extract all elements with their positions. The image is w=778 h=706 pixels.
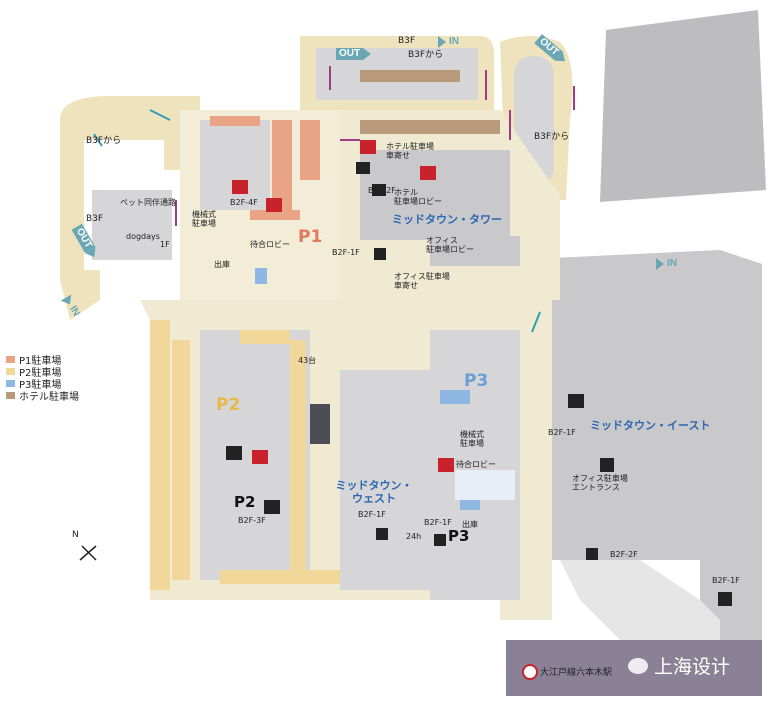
dogdays-floor-label: 1F: [160, 240, 170, 249]
b2f-2f-hotel-label: B2F-2F: [368, 186, 396, 195]
left-pet-area: [92, 190, 172, 260]
legend-label: P1駐車場: [19, 356, 62, 367]
p1-label: P1: [298, 227, 323, 247]
subway-icon: [522, 664, 538, 680]
exit-p1-label: 出庫: [214, 260, 230, 269]
p3-hall: [455, 470, 515, 500]
east-name: ミッドタウン・イースト: [590, 419, 711, 432]
in-arrow-icon: [656, 258, 664, 270]
out-sign-text: OUT: [336, 48, 364, 60]
p3-label: P3: [464, 371, 489, 391]
teal-arrows: [93, 109, 541, 333]
legend-swatch: [6, 392, 15, 399]
legend-swatch: [6, 356, 15, 363]
red-parking-markers: [232, 140, 454, 472]
legend-label: P2駐車場: [19, 368, 62, 379]
mech-p1-label: 機械式 駐車場: [192, 210, 216, 229]
dogdays-label: dogdays: [126, 232, 160, 241]
h24-label: 24h: [406, 532, 422, 541]
hotel-lobby-label: ホテル 駐車場ロビー: [394, 188, 442, 207]
corridor: [560, 560, 720, 640]
out-sign-top: OUT: [336, 48, 372, 60]
office-lobby-label: オフィス 駐車場ロビー: [426, 236, 474, 255]
legend-item: P1駐車場: [6, 354, 79, 367]
lobby-p1-label: 待合ロビー: [250, 240, 290, 249]
b2f-3f-label: B2F-3F: [238, 516, 266, 525]
out-arrow-icon: [363, 48, 372, 60]
p2-stalls: [150, 320, 340, 590]
compass-label: N: [72, 530, 79, 540]
in-sign-text: IN: [667, 258, 677, 269]
b2f-1f-corner-label: B2F-1F: [712, 576, 740, 585]
station-label: 大江戸線六本木駅: [540, 668, 613, 678]
b2f-1f-p3-label: B2F-1F: [424, 518, 452, 527]
in-sign-text: IN: [449, 36, 459, 47]
b3f-from-left-label: B3Fから: [86, 136, 122, 146]
b3f-from-top-label: B3Fから: [408, 50, 444, 60]
pet-path-label: ペット同伴通路: [120, 198, 176, 207]
legend-swatch: [6, 380, 15, 387]
p2-label: P2: [216, 395, 241, 415]
exit-p3-label: 出庫: [462, 520, 478, 529]
tower-name: ミッドタウン・タワー: [392, 213, 502, 226]
lobby-p3-label: 待合ロビー: [456, 460, 496, 469]
elevator-markers: [226, 162, 732, 606]
hotel-stalls: [360, 70, 500, 134]
wechat-icon: [628, 657, 648, 674]
b2f-1f-west-label: B2F-1F: [358, 510, 386, 519]
compass: [79, 545, 97, 561]
mech-p3-label: 機械式 駐車場: [460, 430, 484, 449]
west-name-line: ミッドタウン・ウェスト: [335, 479, 413, 505]
legend-label: ホテル駐車場: [19, 392, 79, 403]
b2f-1f-tower-label: B2F-1F: [332, 248, 360, 257]
office-entrance-label: オフィス駐車場 エントランス: [572, 474, 628, 493]
watermark: 上海设计: [628, 652, 730, 679]
b3f-left-label: B3F: [86, 214, 104, 224]
west-block: [340, 370, 430, 590]
in-arrow-icon: [438, 36, 446, 48]
p3-sign-label: P3: [448, 527, 470, 545]
b2f-4f-label: B2F-4F: [230, 198, 258, 207]
p1-block: [200, 120, 270, 210]
p2-sign-label: P2: [234, 493, 256, 511]
p1-stalls: [210, 116, 320, 220]
tower-block-2: [430, 236, 520, 266]
b2f-1f-east-label: B2F-1F: [548, 428, 576, 437]
car-icon: [310, 404, 330, 444]
traffic-arrows: [175, 66, 575, 226]
legend: P1駐車場 P2駐車場 P3駐車場 ホテル駐車場: [6, 354, 79, 403]
legend-item: P2駐車場: [6, 366, 79, 379]
legend-swatch: [6, 368, 15, 375]
bike-43-label: 43台: [298, 356, 317, 365]
b2f-2f-east-label: B2F-2F: [610, 550, 638, 559]
legend-item: ホテル駐車場: [6, 390, 79, 403]
legend-item: P3駐車場: [6, 378, 79, 391]
in-sign-right: IN: [656, 258, 680, 270]
legend-label: P3駐車場: [19, 380, 62, 391]
watermark-text: 上海设计: [654, 656, 731, 678]
east-grey-block: [600, 10, 766, 202]
office-car-label: オフィス駐車場 車寄せ: [394, 272, 450, 291]
in-sign-top: IN: [438, 36, 462, 48]
b3f-from-right-label: B3Fから: [534, 132, 570, 142]
hotel-car-label: ホテル駐車場 車寄せ: [386, 142, 434, 161]
b3f-top-label: B3F: [398, 36, 416, 46]
